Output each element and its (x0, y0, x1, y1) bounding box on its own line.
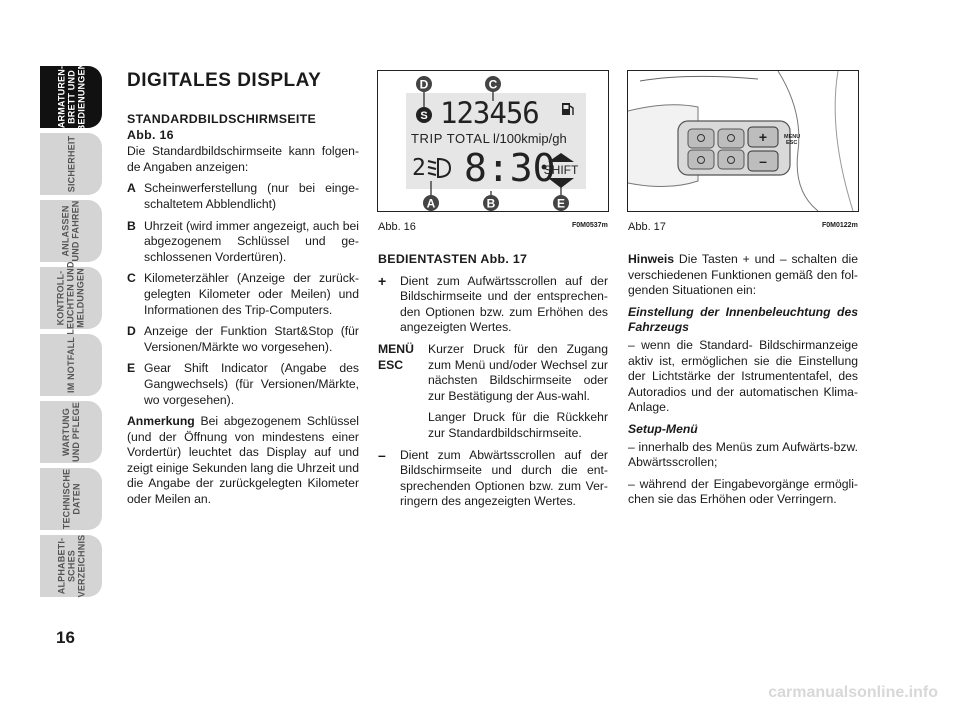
setup-menu-heading: Setup-Menü (628, 421, 698, 436)
lcd-background (406, 93, 586, 189)
marker-e (553, 195, 569, 211)
setup-menu-text-1: – innerhalb des Menüs zum Aufwärts-bzw. … (628, 439, 858, 470)
svg-text:B: B (487, 197, 496, 211)
odometer-value: 123456 (440, 96, 539, 130)
figure-17-code: F0M0122m (822, 222, 858, 229)
column-hints: Hinweis Die Tasten + und – schalten die … (628, 252, 858, 514)
section-subtitle: STANDARDBILDSCHIRMSEITE Abb. 16 (127, 112, 317, 142)
tab-technische-daten[interactable]: TECHNISCHE DATEN (40, 468, 102, 530)
interior-lighting-heading: Einstellung der Innenbeleuchtung des Fah… (628, 304, 858, 335)
light-icon (727, 134, 735, 142)
figure-17-caption: Abb. 17 (628, 221, 666, 233)
shift-down-icon (548, 178, 574, 188)
figure-control-buttons: + – MENU ESC (627, 70, 859, 212)
marker-d (416, 76, 432, 92)
shift-label: SHIFT (544, 163, 579, 177)
dashboard-illustration: + – MENU ESC (628, 71, 858, 211)
svg-text:E: E (557, 197, 565, 211)
marker-b (483, 195, 499, 211)
trip-label: TRIP TOTAL (411, 131, 490, 146)
tab-armaturenbrett[interactable]: ARMATUREN- BRETT UND BEDIENUNGEN (40, 63, 102, 131)
svg-text:A: A (427, 197, 436, 211)
figure-digital-display: S 123456 TRIP TOTAL l/100kmip/gh 2 8:30 … (377, 70, 609, 223)
units-label: l/100kmip/gh (493, 131, 567, 146)
shift-up-icon (548, 153, 574, 162)
menu-description: MENÜ ESC Kurzer Druck für den Zugang zum… (378, 341, 608, 440)
figure-16-caption: Abb. 16 (378, 221, 416, 233)
clock-value: 8:30 (464, 146, 556, 190)
fog-light-icon (697, 134, 705, 142)
section-title: DIGITALES DISPLAY (127, 70, 322, 91)
intro-text: Die Standardbildschirmseite kann folgen-… (127, 144, 359, 174)
display-illustration: S 123456 TRIP TOTAL l/100kmip/gh 2 8:30 … (406, 76, 586, 223)
page-number: 16 (56, 628, 75, 647)
tab-im-notfall[interactable]: IM NOTFALL (40, 334, 102, 396)
svg-text:+: + (759, 129, 767, 145)
tab-wartung[interactable]: WARTUNG UND PFLEGE (40, 401, 102, 463)
headlight-icon (427, 157, 452, 179)
hint-paragraph: Hinweis Die Tasten + und – schalten die … (628, 252, 858, 298)
interior-lighting-text: – wenn die Standard- Bildschirmanzeige a… (628, 337, 858, 415)
setup-menu-text-2: – während der Eingabevorgänge ermögli-ch… (628, 476, 858, 507)
gear-value: 2 (412, 155, 426, 181)
column-control-buttons: BEDIENTASTEN Abb. 17 +Dient zum Aufwärts… (378, 252, 608, 516)
svg-text:C: C (489, 78, 498, 92)
tab-sicherheit[interactable]: SICHERHEIT (40, 133, 102, 195)
tab-kontrollleuchten[interactable]: KONTROLL- LEUCHTEN UND MELDUNGEN (40, 261, 102, 335)
svg-text:D: D (420, 78, 429, 92)
svg-text:S: S (420, 110, 427, 122)
plus-description: +Dient zum Aufwärtsscrollen auf der Bild… (378, 272, 608, 335)
menu-esc-label: MENU (784, 134, 800, 140)
buttons-heading: BEDIENTASTEN Abb. 17 (378, 252, 528, 266)
tab-anlassen[interactable]: ANLASSEN UND FAHREN (40, 200, 102, 262)
tab-verzeichnis[interactable]: ALPHABETI- SCHES VERZEICHNIS (40, 535, 102, 597)
watermark: carmanualsonline.info (768, 684, 938, 701)
note-paragraph: Anmerkung Bei abgezogenem Schlüssel (und… (127, 414, 359, 507)
marker-c (485, 76, 501, 92)
minus-button[interactable] (747, 150, 779, 172)
marker-a (423, 195, 439, 211)
svg-text:–: – (759, 153, 767, 169)
column-standard-display: DIGITALES DISPLAY STANDARDBILDSCHIRMSEIT… (127, 70, 359, 514)
start-stop-icon (416, 107, 432, 123)
svg-text:ESC: ESC (786, 140, 797, 146)
headlight-adjust-icon (727, 156, 735, 164)
plus-button[interactable] (747, 126, 779, 148)
rear-fog-icon (697, 156, 705, 164)
figure-16-code: F0M0537m (572, 222, 608, 229)
minus-description: –Dient zum Abwärtsscrollen auf der Bilds… (378, 446, 608, 509)
